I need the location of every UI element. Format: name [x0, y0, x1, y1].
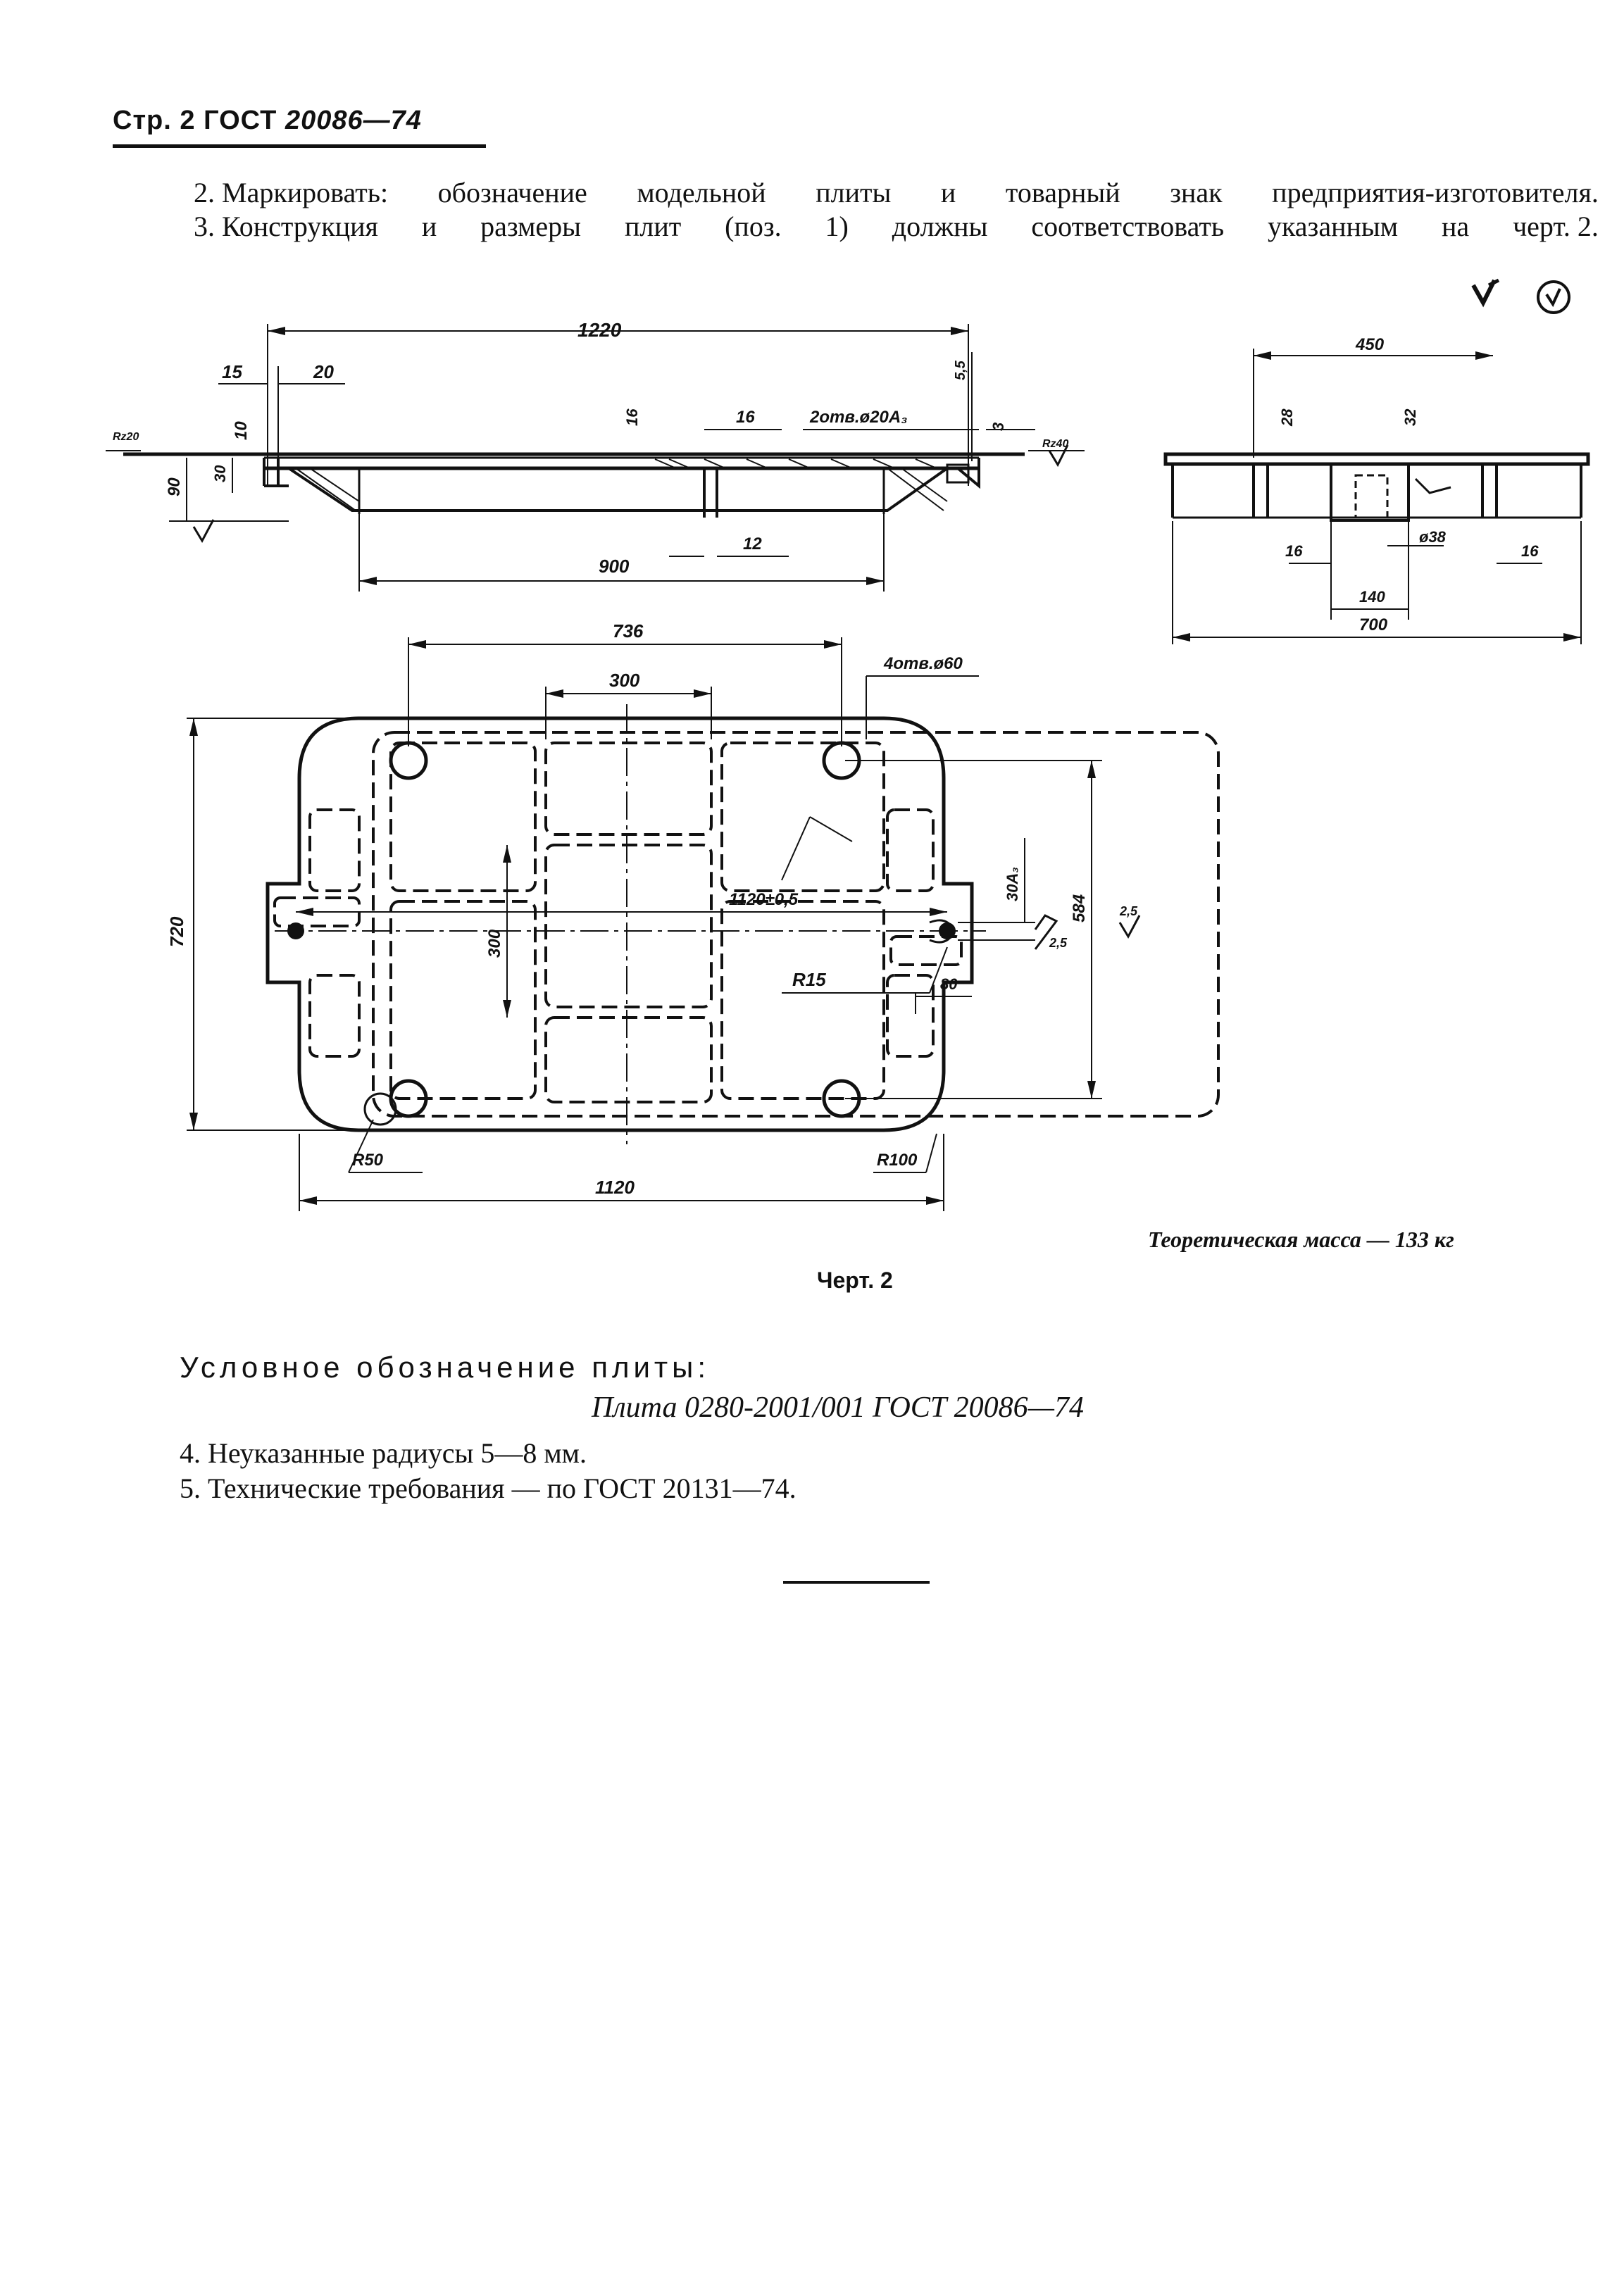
plan-dim-30a3: 30A₃	[1004, 867, 1021, 901]
roughness-rz20: Rz20	[113, 431, 139, 443]
p3-word: должны	[892, 211, 988, 242]
end-rule	[783, 1581, 930, 1584]
side-dim-32: 32	[1401, 408, 1419, 426]
p2-word: предприятия-изготовителя.	[1272, 177, 1599, 208]
dim-90: 90	[165, 477, 184, 496]
dim-16a: 16	[623, 408, 641, 426]
p3-word: на	[1442, 211, 1470, 242]
plan-dim-584: 584	[1070, 894, 1089, 922]
p3-word: 3. Конструкция	[194, 211, 378, 242]
designation-heading: Условное обозначение плиты:	[180, 1351, 711, 1384]
side-dim-700: 700	[1359, 615, 1388, 634]
designation-value: Плита 0280-2001/001 ГОСТ 20086—74	[592, 1391, 1085, 1424]
dim-16b: 16	[736, 408, 755, 427]
p3-word: (поз.	[725, 211, 782, 242]
side-dim-140: 140	[1359, 588, 1385, 606]
paragraph-3: 3. Конструкция и размеры плит (поз. 1) должны с…	[194, 210, 1599, 243]
p3-word: размеры	[480, 211, 582, 242]
plan-dim-736: 736	[613, 620, 644, 642]
page-header: Стр. 2 ГОСТ 20086—74	[113, 106, 422, 136]
plan-dim-2-5b: 2,5	[1119, 904, 1138, 918]
dim-5-5: 5,5	[953, 360, 968, 380]
side-dim-16a: 16	[1285, 542, 1303, 560]
roughness-circle-icon	[1537, 280, 1570, 314]
p2-word: знак	[1170, 177, 1223, 208]
plan-dim-1120-center: 1120±0,5	[729, 890, 799, 909]
p2-word: и	[940, 177, 956, 208]
dim-20: 20	[313, 361, 334, 382]
paragraph-4: 4. Неуказанные радиусы 5—8 мм.	[180, 1437, 587, 1469]
dim-30: 30	[211, 465, 229, 482]
dim-3: 3	[989, 423, 1007, 431]
plan-dim-r100: R100	[877, 1151, 918, 1170]
standard-label: ГОСТ	[204, 106, 277, 135]
dim-15: 15	[222, 361, 242, 382]
page-number: Стр. 2	[113, 106, 196, 135]
p3-word: плит	[624, 211, 682, 242]
roughness-rz40: Rz40	[1042, 438, 1068, 450]
plan-dim-300-side: 300	[485, 929, 504, 958]
paragraph-5: 5. Технические требования — по ГОСТ 2013…	[180, 1472, 797, 1504]
plan-dim-80: 80	[940, 975, 958, 993]
plan-holes-spec: 4отв.ø60	[883, 654, 963, 673]
dim-12: 12	[743, 534, 762, 553]
standard-number: 20086—74	[285, 106, 422, 135]
plan-dim-2-5a: 2,5	[1049, 936, 1068, 950]
p2-word: 2. Маркировать:	[194, 177, 389, 208]
plan-dim-1120: 1120	[595, 1177, 635, 1198]
plan-dim-r15: R15	[792, 969, 826, 990]
dim-overall-length: 1220	[577, 319, 622, 341]
drawing-caption: Черт. 2	[817, 1268, 893, 1293]
holes-spec: 2отв.ø20A₃	[809, 408, 908, 427]
side-dim-450: 450	[1355, 335, 1385, 354]
p3-word: черт. 2.	[1513, 211, 1599, 242]
p3-word: 1)	[825, 211, 849, 242]
plan-dim-300-top: 300	[609, 670, 640, 691]
roughness-symbol-icon	[1471, 279, 1497, 308]
plan-dim-720: 720	[166, 916, 187, 947]
p3-word: указанным	[1267, 211, 1399, 242]
side-dim-16b: 16	[1521, 542, 1539, 560]
p2-word: модельной	[637, 177, 766, 208]
p2-word: обозначение	[437, 177, 587, 208]
side-dim-28: 28	[1278, 408, 1296, 427]
side-dim-38: ø38	[1419, 528, 1447, 546]
technical-drawing: 1220 15 20 10 90 30 16 16 2отв.ø20A₃ 3 5…	[106, 278, 1590, 1211]
p2-word: товарный	[1005, 177, 1120, 208]
header-rule	[113, 144, 486, 148]
p3-word: и	[421, 211, 437, 242]
p2-word: плиты	[816, 177, 892, 208]
plan-dim-r50: R50	[352, 1151, 384, 1170]
dim-900: 900	[599, 556, 630, 577]
dim-10: 10	[232, 421, 251, 440]
theoretical-mass: Теоретическая масса — 133 кг	[1148, 1227, 1454, 1252]
p3-word: соответствовать	[1031, 211, 1225, 242]
paragraph-2: 2. Маркировать: обозначение модельной плиты…	[194, 176, 1599, 209]
